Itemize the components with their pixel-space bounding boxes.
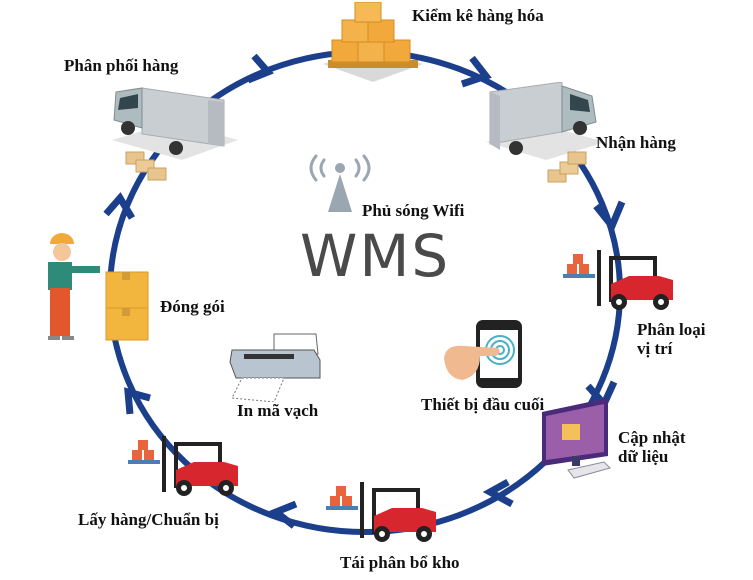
boxes-icon [547, 151, 587, 183]
barcode-printer-icon [229, 333, 321, 402]
wms-title: WMS [300, 222, 451, 290]
wifi-antenna-icon [309, 154, 371, 212]
step-label-sorting-line2: vị trí [637, 339, 673, 358]
truck-icon [112, 87, 238, 160]
worker-packing-icon [48, 233, 149, 341]
forklift-icon [128, 436, 238, 496]
truck-icon [486, 82, 606, 160]
step-label-distribution: Phân phối hàng [64, 56, 179, 75]
step-label-picking: Lấy hàng/Chuẩn bị [78, 510, 219, 529]
step-label-reallocation: Tái phân bổ kho [340, 553, 460, 572]
boxes-icon [125, 151, 167, 181]
step-label-sorting-line1: Phân loại [637, 320, 706, 339]
arrow-head-top-left [246, 53, 274, 84]
arrow-head-left-lower [124, 387, 151, 415]
boxes-pallet-icon [323, 2, 423, 82]
step-label-receiving: Nhận hàng [596, 133, 676, 152]
center-label-printer: In mã vạch [237, 401, 319, 420]
arrow-head-top-right [460, 55, 492, 88]
arrow-head-bottom-left [269, 500, 298, 529]
forklift-icon [563, 250, 673, 310]
step-label-packing: Đóng gói [160, 297, 225, 316]
center-label-terminal: Thiết bị đầu cuối [421, 395, 545, 414]
center-label-wifi: Phủ sóng Wifi [362, 201, 465, 220]
mobile-terminal-icon [444, 320, 522, 388]
step-label-data-update-line1: Cập nhật [618, 428, 686, 447]
step-label-data-update-line2: dữ liệu [618, 447, 669, 466]
arrow-head-left-upper [103, 192, 136, 220]
forklift-icon [326, 482, 436, 542]
arrow-head-bottom-right [482, 478, 514, 508]
computer-icon [542, 398, 611, 479]
step-label-inventory: Kiểm kê hàng hóa [412, 6, 544, 25]
arrow-head-right-upper [593, 200, 626, 233]
